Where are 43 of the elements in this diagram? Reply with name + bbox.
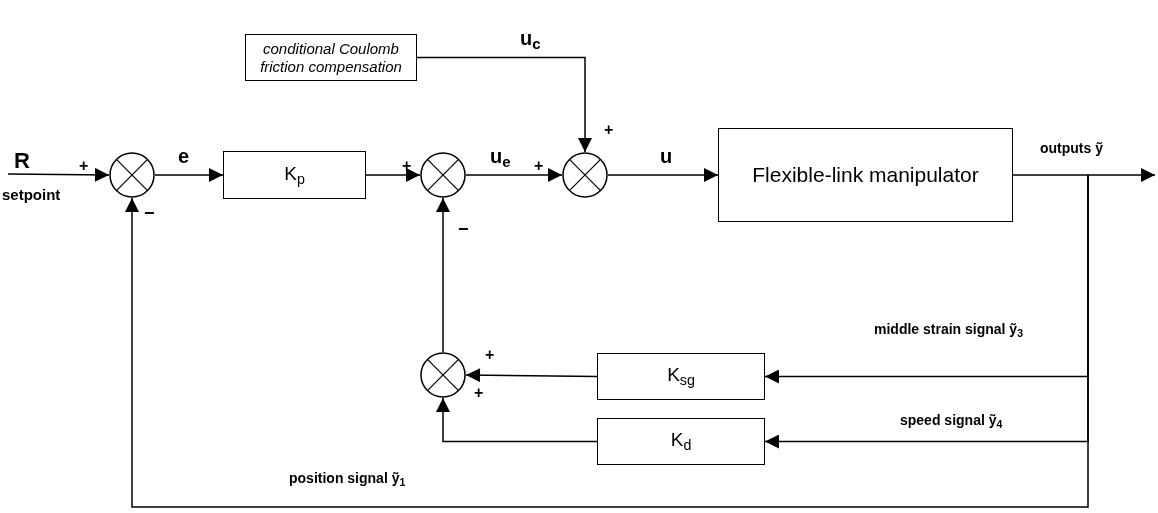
signal-arrow [365,168,421,182]
signal-arrow [7,167,110,182]
signal-arrow [465,168,563,182]
gain-block [597,418,765,465]
gain-block [597,353,765,400]
signal-arrow [607,168,719,182]
signal-label: u [660,146,673,166]
sign-label: − [144,204,155,222]
signal-arrow [125,174,1089,508]
gain-block [223,151,366,199]
signal-label: e [178,146,190,166]
signal-label: outputs ỹ [1040,141,1103,155]
sign-label: + [485,347,495,363]
signal-arrow [436,197,450,353]
sign-label: + [604,122,614,138]
block-label: K$_{d}$ [670,429,692,454]
summing-junction [420,352,466,398]
signal-label: speed signal ỹ$_{4}$ [900,413,1003,430]
signal-label: u$_{e}$ [490,146,511,169]
sign-label: + [534,158,544,174]
signal-line [1012,174,1089,176]
summing-junction [109,152,155,198]
signal-arrow [154,168,224,182]
signal-label: middle strain signal ỹ$_{3}$ [874,322,1023,339]
block-label: Flexible-link manipulator [752,162,979,188]
block-label: K$_{p}$ [284,162,305,188]
block-label: setpoint [2,186,61,205]
sign-label: − [458,220,469,238]
plant-block [718,128,1013,222]
signal-arrow [416,56,592,153]
block-label: K$_{sg}$ [667,364,695,389]
block-label: R [14,148,30,175]
summing-junction [562,152,608,198]
signal-label: u$_{c}$ [520,28,541,51]
signal-arrow [436,397,598,443]
sign-label: + [79,158,89,174]
signal-arrow [465,368,598,383]
process-box [245,34,417,81]
block-label: conditional Coulomb friction compensation [259,39,403,76]
signal-label: position signal ỹ$_{1}$ [289,471,406,488]
signal-arrow [1087,168,1156,182]
summing-junction [420,152,466,198]
sign-label: + [474,385,484,401]
